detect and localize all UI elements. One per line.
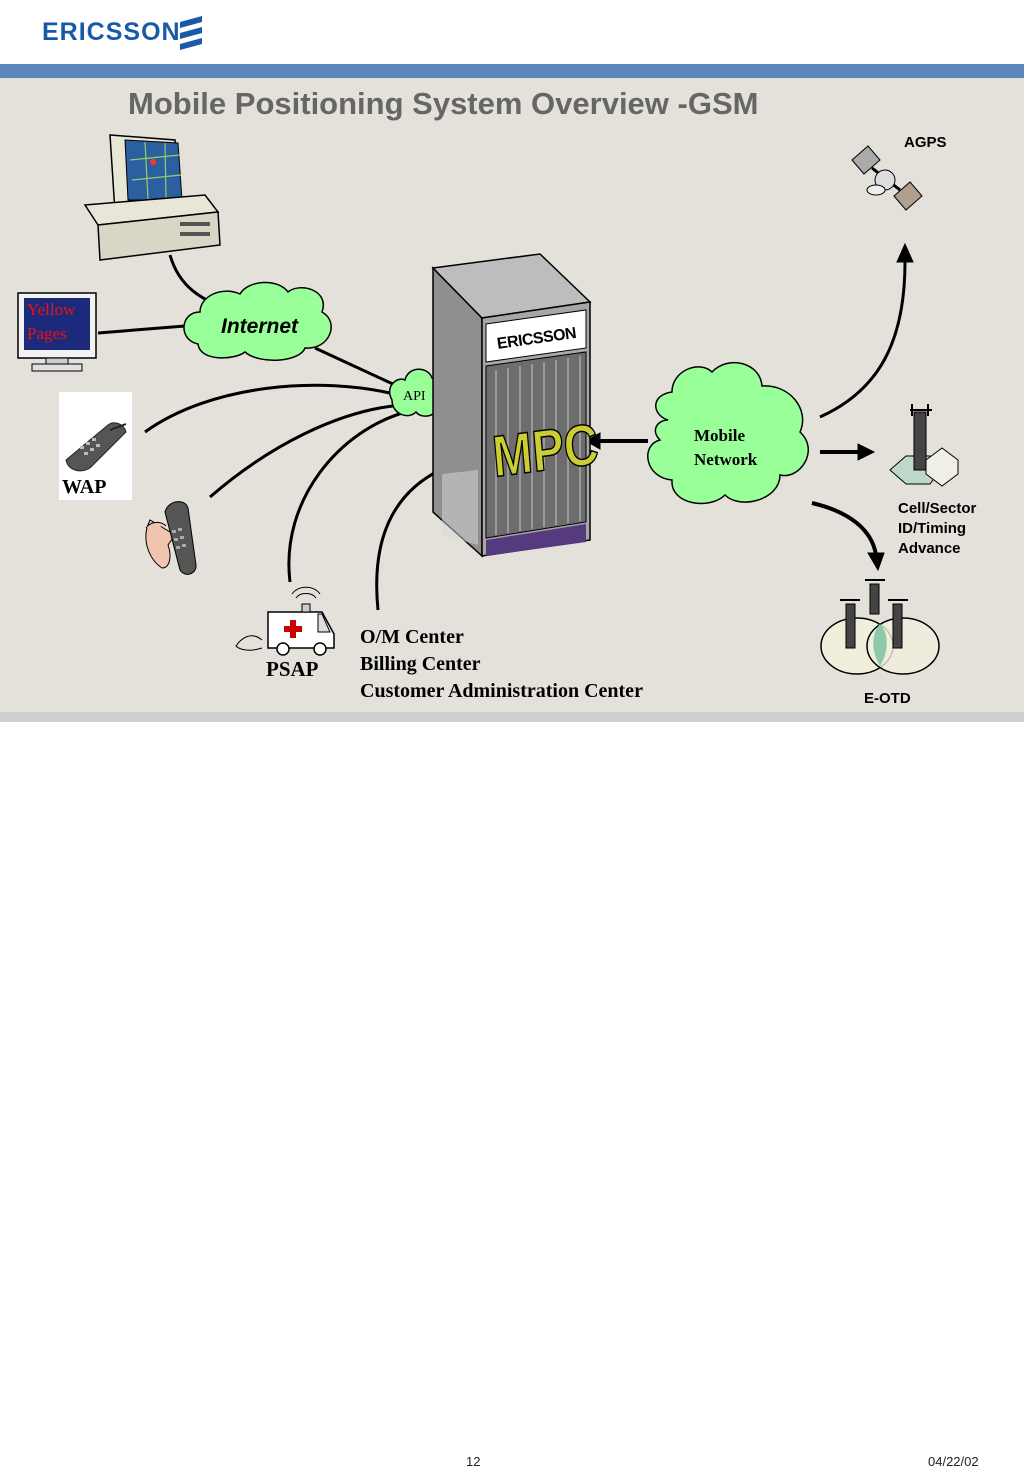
line-centers-mpc	[375, 468, 441, 611]
arrow-mobile-to-eotd	[811, 501, 878, 556]
line-mobile-agps	[819, 261, 907, 419]
cell-sector-label-line2: ID/Timing	[898, 520, 967, 537]
center-label-customer-admin: Customer Administration Center	[360, 680, 643, 702]
ericsson-logo: ERICSSON	[42, 18, 181, 46]
yellow-pages-label-line2: Pages	[27, 324, 67, 343]
computer-icon	[83, 134, 221, 261]
slide-header: ERICSSON	[0, 0, 1024, 64]
mpc-label: MPC	[489, 411, 601, 490]
line-internet-api	[314, 346, 396, 387]
hand-phone-icon	[145, 501, 197, 575]
slide-footer: 12 04/22/02	[0, 722, 1024, 1469]
mpc-server-icon	[431, 253, 592, 558]
line-wap-api	[144, 383, 399, 434]
mobile-network-cloud	[647, 361, 810, 505]
yellow-pages-label-line1: Yellow	[27, 300, 76, 319]
center-label-billing: Billing Center	[360, 653, 481, 675]
internet-cloud	[183, 281, 332, 362]
ambulance-icon	[235, 586, 335, 656]
arrow-head-eotd	[867, 552, 885, 572]
wap-phone-icon	[59, 392, 132, 500]
agps-label: AGPS	[904, 134, 947, 151]
yellow-pages-monitor-icon	[17, 292, 97, 372]
page-number: 12	[466, 1454, 481, 1469]
arrow-head-cell	[857, 443, 876, 461]
arrow-head-agps	[896, 242, 914, 263]
slide-title: Mobile Positioning System Overview -GSM	[128, 86, 759, 121]
connection-lines	[97, 254, 907, 611]
line-yellowpages-internet	[97, 324, 186, 335]
center-label-om: O/M Center	[360, 626, 464, 648]
satellite-icon	[851, 145, 923, 211]
cell-sector-label-line1: Cell/Sector	[898, 500, 977, 517]
mobile-network-label-line1: Mobile	[694, 426, 745, 445]
ericsson-logo-mark-icon	[180, 16, 202, 50]
positioning-diagram	[17, 134, 959, 675]
cell-sector-label-line3: Advance	[898, 540, 961, 557]
line-psap-api	[287, 410, 407, 583]
eotd-towers-icon	[820, 579, 940, 675]
arrows	[584, 242, 914, 572]
line-phone-api	[209, 403, 403, 499]
wap-label: WAP	[62, 476, 107, 498]
mobile-network-label-line2: Network	[694, 450, 758, 469]
cell-tower-icon	[889, 404, 959, 487]
arrow-head-mpc	[584, 432, 601, 450]
eotd-label: E-OTD	[864, 690, 911, 707]
internet-label: Internet	[221, 315, 299, 338]
footer-band	[0, 712, 1024, 722]
psap-label: PSAP	[266, 657, 319, 681]
api-label: API	[403, 389, 426, 404]
header-band	[0, 64, 1024, 78]
slide-date: 04/22/02	[928, 1454, 979, 1469]
